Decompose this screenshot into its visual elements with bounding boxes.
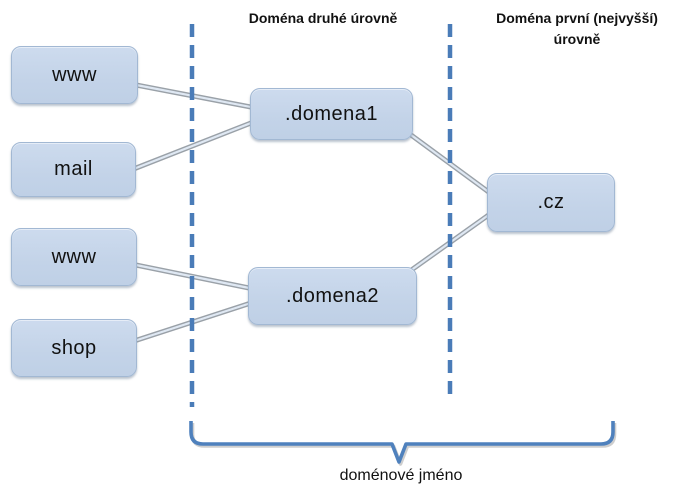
brace-domain-name	[189, 421, 617, 466]
header-top-level-domain: Doména první (nejvyšší) úrovně	[496, 10, 658, 47]
node-domena1: .domena1	[250, 88, 413, 140]
node-domena2: .domena2	[248, 267, 417, 325]
connector-mail-domena1	[128, 118, 259, 173]
node-www-2: www	[11, 228, 137, 286]
brace-label-domain-name: doménové jméno	[339, 467, 463, 484]
node-mail: mail	[11, 142, 136, 197]
node-www-1: www	[11, 46, 138, 104]
node-label-cz: .cz	[537, 191, 565, 213]
node-label-shop: shop	[51, 336, 97, 359]
node-label-www-1: www	[52, 63, 97, 86]
node-cz: .cz	[487, 173, 615, 232]
node-label-domena2: .domena2	[286, 284, 379, 307]
node-label-www-2: www	[51, 245, 97, 268]
node-shop: shop	[11, 319, 137, 377]
header-second-level-domain: Doména druhé úrovně	[248, 10, 398, 26]
node-label-domena1: .domena1	[285, 102, 378, 125]
node-label-mail: mail	[54, 158, 93, 180]
